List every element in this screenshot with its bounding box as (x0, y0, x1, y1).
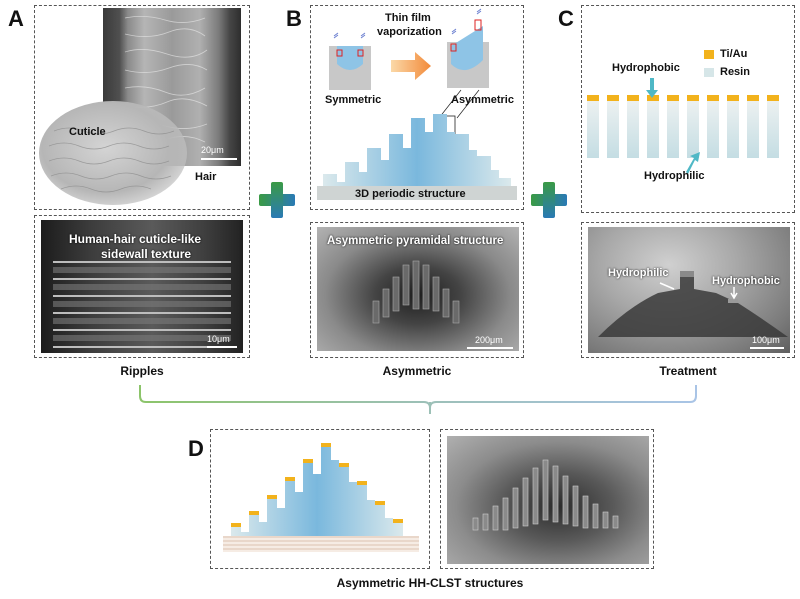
cuticle-label: Cuticle (69, 126, 106, 138)
panel-letter-c: C (558, 6, 574, 31)
sidewall-ripples (53, 261, 231, 348)
panel-a-top-box: Cuticle Hair 20μm (34, 5, 250, 210)
scale-bar-treatment (750, 347, 784, 349)
panel-d-left-box (210, 429, 430, 569)
panel-letter-d: D (188, 436, 204, 461)
panel-c-bottom-box: Hydrophilic Hydrophobic 100μm (581, 222, 795, 358)
panel-d-right-box (440, 429, 654, 569)
hair-label: Hair (195, 171, 217, 183)
pyramid-sem-image: Asymmetric pyramidal structure 200μm (317, 227, 519, 351)
hydrophilic-label: Hydrophilic (644, 170, 705, 182)
cuticle-zoom-ellipse (39, 101, 187, 205)
sem-hydrophilic-label: Hydrophilic (608, 267, 669, 279)
periodic-pyramid (323, 114, 511, 186)
scale-label-hair: 20μm (201, 145, 224, 155)
scale-bar-sidewall (207, 346, 237, 348)
vapor-label-line1: Thin film (385, 12, 431, 24)
hhclst-caps (231, 443, 403, 527)
panel-b-diagram (317, 8, 517, 200)
treatment-sem-pyramid (598, 271, 788, 337)
hhclst-sem-columns (472, 459, 619, 531)
cuticle-scale-pattern (48, 127, 175, 193)
symmetric-label: Symmetric (325, 94, 382, 106)
panel-c-diagram (587, 50, 779, 174)
legend-tiau-label: Ti/Au (720, 48, 748, 60)
asymmetric-block-icon (447, 8, 489, 88)
panel-b-bottom-box: Asymmetric pyramidal structure 200μm (310, 222, 524, 358)
caption-treatment: Treatment (659, 364, 717, 378)
caption-asymmetric: Asymmetric (382, 364, 452, 378)
asymmetric-label: Asymmetric (451, 94, 514, 106)
pyramid-sem-label: Asymmetric pyramidal structure (327, 235, 504, 247)
tiau-caps (587, 95, 779, 101)
scale-label-pyramid: 200μm (475, 335, 503, 345)
scale-label-treatment: 100μm (752, 335, 780, 345)
plus-icon-ab-vertical (271, 182, 283, 218)
resin-columns (587, 100, 779, 158)
texture-label-line2: sidewall texture (101, 247, 192, 261)
hydrophobic-label: Hydrophobic (612, 62, 680, 74)
legend-swatches (704, 50, 714, 77)
hhclst-sem-image (447, 436, 649, 564)
panel-b-top-box: Thin film vaporization Symmetric Asymmet… (310, 5, 524, 210)
caption-ripples: Ripples (120, 364, 164, 378)
texture-label-line1: Human-hair cuticle-like (69, 232, 202, 246)
panel-c-top-box: Ti/Au Resin Hydrophobic Hydrophilic (581, 5, 795, 213)
treatment-sem-image: Hydrophilic Hydrophobic 100μm (588, 227, 790, 353)
plus-icon-bc-vertical (543, 182, 555, 218)
hydrophilic-arrow-icon (686, 152, 700, 174)
hhclst-schematic (223, 443, 419, 552)
symmetric-block-icon (329, 32, 371, 90)
scale-bar-pyramid (467, 347, 513, 349)
legend-resin-label: Resin (720, 66, 750, 78)
periodic-structure-label: 3D periodic structure (355, 188, 466, 200)
panel-letter-a: A (8, 6, 24, 31)
hhclst-pyramid (231, 446, 403, 536)
sem-hydrophobic-label: Hydrophobic (712, 275, 780, 287)
panel-letter-b: B (286, 6, 302, 31)
vapor-label-line2: vaporization (377, 26, 442, 38)
pyramid-sem-columns (372, 260, 460, 324)
convergence-connector (139, 385, 697, 414)
vaporization-arrow-icon (391, 52, 431, 80)
scale-label-sidewall: 10μm (207, 334, 230, 344)
base-plate (317, 186, 517, 200)
sidewall-sem-image: Human-hair cuticle-like sidewall texture… (41, 220, 243, 353)
hhclst-base (223, 536, 419, 552)
panel-a-bottom-box: Human-hair cuticle-like sidewall texture… (34, 215, 250, 358)
hydrophobic-arrow-icon (646, 78, 658, 98)
caption-hhclst: Asymmetric HH-CLST structures (336, 576, 524, 590)
scale-bar-hair (201, 158, 237, 160)
